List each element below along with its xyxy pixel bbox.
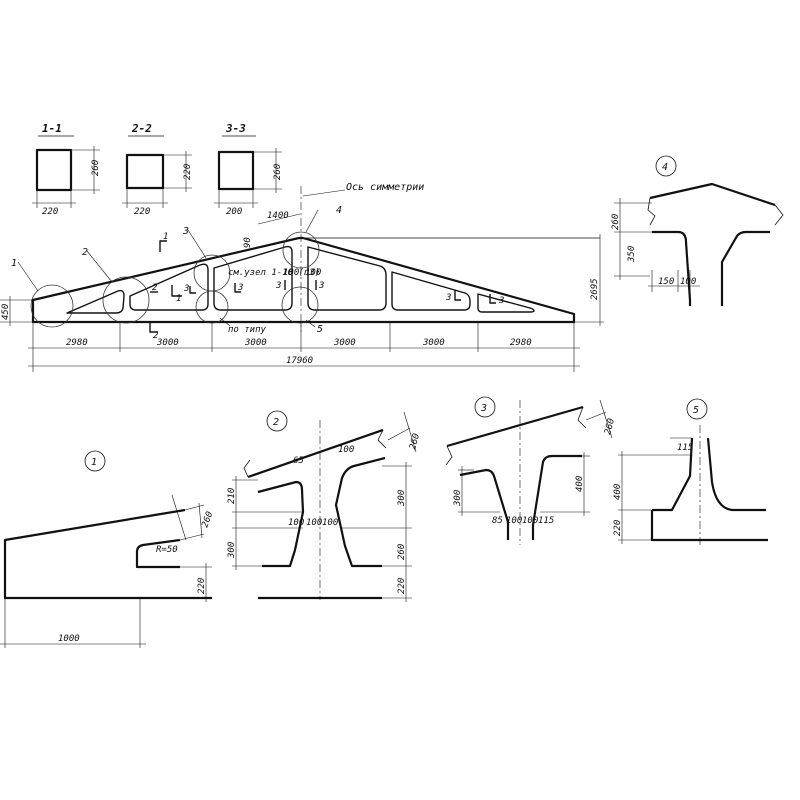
sec-mark-3a: 3 bbox=[183, 284, 189, 294]
sec-mark-2-top: 2 bbox=[152, 283, 157, 293]
detail-2-dim-300-right-top: 300 bbox=[397, 490, 407, 507]
callout-1: 1 bbox=[11, 258, 17, 269]
sec-mark-3f: 3 bbox=[498, 296, 504, 306]
detail-2-dim-300-left: 300 bbox=[227, 542, 237, 559]
detail-3-dim-260: 260 bbox=[603, 417, 617, 435]
detail-2-dim-260: 260 bbox=[408, 432, 422, 450]
detail-2-label: 2 bbox=[273, 417, 279, 428]
section-3-3-title: 3-3 bbox=[225, 122, 246, 135]
callout-3: 3 bbox=[182, 226, 189, 237]
detail-4-dim-150: 150 bbox=[658, 277, 674, 287]
section-2-2-height: 220 bbox=[183, 164, 193, 180]
detail-3-dim-85: 85 bbox=[492, 516, 503, 526]
span-4: 3000 bbox=[333, 338, 356, 348]
detail-circle-3 bbox=[193, 254, 231, 292]
opening-3 bbox=[213, 245, 293, 311]
sec-mark-1-top: 1 bbox=[163, 232, 168, 242]
dim-height-total: 2695 bbox=[590, 278, 600, 300]
note-see-node: см.узел 1-10 (п3) bbox=[228, 268, 320, 278]
detail-2-dim-100-b: 100 bbox=[306, 518, 322, 528]
span-1: 2980 bbox=[66, 338, 88, 348]
detail-circle-1 bbox=[30, 284, 74, 328]
detail-1: 1 260 R=50 220 1000 bbox=[0, 450, 215, 648]
sec-mark-1-bottom: 1 bbox=[176, 294, 181, 304]
section-3-3: 3-3 260 200 bbox=[214, 122, 283, 217]
section-1-1-height: 260 bbox=[91, 160, 101, 176]
callout-2: 2 bbox=[82, 247, 88, 258]
detail-circle-5a bbox=[195, 290, 229, 324]
detail-5-dim-115: 115 bbox=[677, 443, 693, 453]
dim-100-right: 100 bbox=[305, 268, 321, 278]
detail-2-dim-65: 65 bbox=[293, 456, 304, 466]
detail-2-dim-210: 210 bbox=[227, 488, 237, 504]
detail-4-label: 4 bbox=[662, 162, 668, 173]
detail-circle-2 bbox=[102, 276, 150, 324]
detail-5-dim-220: 220 bbox=[613, 520, 623, 536]
span-5: 3000 bbox=[422, 338, 445, 348]
axis-of-symmetry-label: Ось симметрии bbox=[346, 182, 424, 193]
dim-height-end: 450 bbox=[1, 304, 11, 320]
detail-4-dim-260: 260 bbox=[611, 214, 621, 230]
detail-1-label: 1 bbox=[91, 457, 97, 468]
detail-1-dim-260: 260 bbox=[200, 510, 215, 529]
sec-mark-2-bottom: 2 bbox=[153, 331, 158, 341]
opening-6 bbox=[477, 293, 535, 313]
detail-5: 5 115 400 220 bbox=[613, 398, 768, 545]
detail-2-dim-220: 220 bbox=[397, 578, 407, 594]
detail-3-dim-115: 115 bbox=[538, 516, 554, 526]
detail-3: 3 300 400 85 100 100 115 260 bbox=[445, 396, 617, 545]
section-2-2: 2-2 220 220 bbox=[122, 122, 193, 217]
section-1-1-title: 1-1 bbox=[42, 122, 62, 135]
detail-2-dim-100-a: 100 bbox=[288, 518, 304, 528]
detail-4-dim-100: 100 bbox=[680, 277, 696, 287]
section-2-2-width: 220 bbox=[134, 207, 150, 217]
span-2: 3000 bbox=[156, 338, 179, 348]
sec-mark-3b: 3 bbox=[237, 283, 243, 293]
section-3-3-height: 260 bbox=[273, 164, 283, 180]
detail-4: 4 260 350 150 100 bbox=[611, 155, 784, 306]
sec-mark-3d: 3 bbox=[318, 281, 324, 291]
detail-5-dim-400: 400 bbox=[613, 484, 623, 500]
detail-circle-5b bbox=[281, 286, 319, 324]
callout-4: 4 bbox=[336, 205, 342, 216]
sec-mark-3e: 3 bbox=[445, 293, 451, 303]
detail-5-label: 5 bbox=[693, 405, 699, 416]
detail-3-dim-100-b: 100 bbox=[522, 516, 538, 526]
dim-1400: 1400 bbox=[267, 211, 289, 221]
opening-1 bbox=[66, 289, 125, 314]
opening-4 bbox=[307, 246, 387, 311]
detail-3-dim-400: 400 bbox=[575, 476, 585, 492]
opening-5 bbox=[391, 271, 471, 311]
detail-3-label: 3 bbox=[480, 403, 487, 414]
detail-1-dim-220: 220 bbox=[197, 578, 207, 594]
detail-1-dim-1000: 1000 bbox=[58, 634, 80, 644]
section-3-3-width: 200 bbox=[226, 207, 242, 217]
total-length: 17960 bbox=[286, 356, 313, 366]
detail-2-dim-300-right-bottom: 260 bbox=[397, 544, 407, 560]
main-truss: 1 2 3 4 5 Ось симметрии 1400 90 см.узел … bbox=[0, 182, 604, 372]
sec-mark-3c: 3 bbox=[275, 281, 281, 291]
detail-3-dim-300: 300 bbox=[453, 490, 463, 507]
detail-4-dim-350: 350 bbox=[627, 246, 637, 263]
detail-1-dim-r50: R=50 bbox=[156, 545, 178, 555]
section-2-2-title: 2-2 bbox=[131, 122, 152, 135]
section-1-1: 1-1 260 220 bbox=[32, 122, 101, 217]
dim-100-left: 100 bbox=[283, 268, 299, 278]
dim-90: 90 bbox=[243, 237, 253, 248]
span-3: 3000 bbox=[244, 338, 267, 348]
detail-2: 2 65 100 210 300 300 260 220 100 100 100… bbox=[227, 410, 422, 602]
section-1-1-width: 220 bbox=[42, 207, 58, 217]
detail-2-dim-100-top: 100 bbox=[338, 445, 354, 455]
detail-2-dim-100-c: 100 bbox=[322, 518, 338, 528]
span-6: 2980 bbox=[510, 338, 532, 348]
opening-2 bbox=[129, 263, 209, 311]
callout-5: 5 bbox=[317, 324, 323, 335]
typical-label: по типу bbox=[228, 325, 267, 335]
detail-3-dim-100-a: 100 bbox=[506, 516, 522, 526]
